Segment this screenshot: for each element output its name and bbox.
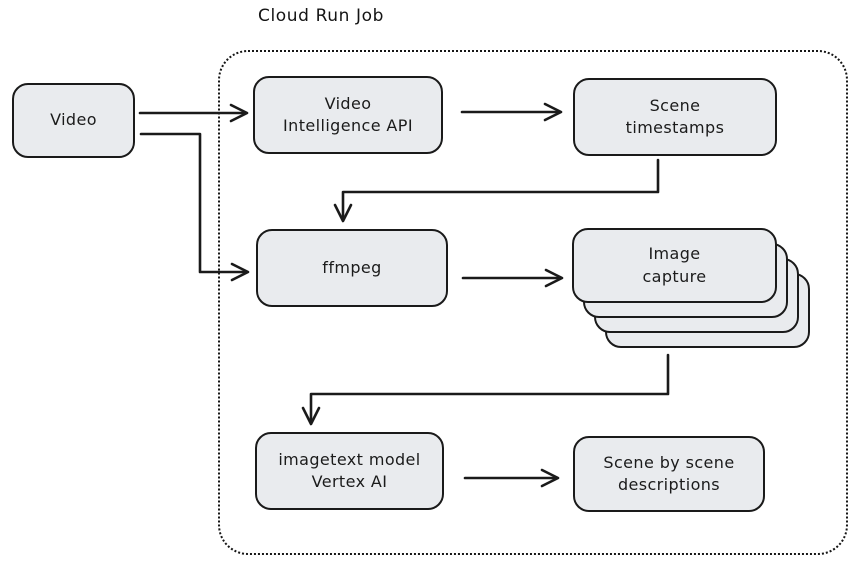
node-video-intelligence-api: Video Intelligence API <box>253 76 443 154</box>
node-video-label: Video <box>50 110 97 130</box>
node-imagetext-model-label-line2: Vertex AI <box>311 472 388 491</box>
node-video-intelligence-api-label-line1: Video <box>324 93 372 113</box>
cloud-run-job-boundary <box>218 50 848 555</box>
node-image-capture-label-line2: capture <box>642 266 707 286</box>
node-imagetext-model-label-line1: imagetext model <box>278 449 421 469</box>
node-scene-timestamps: Scene timestamps <box>573 78 777 156</box>
node-imagetext-model-vertex-ai: imagetext model Vertex AI <box>255 432 444 510</box>
node-video: Video <box>12 83 135 158</box>
node-scene-timestamps-label-line2: timestamps <box>625 118 725 137</box>
node-scene-by-scene-descriptions: Scene by scene descriptions <box>573 436 765 512</box>
node-video-intelligence-api-label-line2: Intelligence API <box>283 116 413 135</box>
node-scene-descriptions-label-line2: descriptions <box>617 475 721 494</box>
node-ffmpeg: ffmpeg <box>256 229 448 307</box>
node-image-capture-label-line1: Image <box>648 244 701 264</box>
diagram-title: Cloud Run Job <box>258 6 384 26</box>
node-scene-descriptions-label-line1: Scene by scene <box>603 452 735 472</box>
node-image-capture: Image capture <box>572 228 777 303</box>
node-scene-timestamps-label-line1: Scene <box>649 95 701 115</box>
node-ffmpeg-label: ffmpeg <box>322 257 382 277</box>
